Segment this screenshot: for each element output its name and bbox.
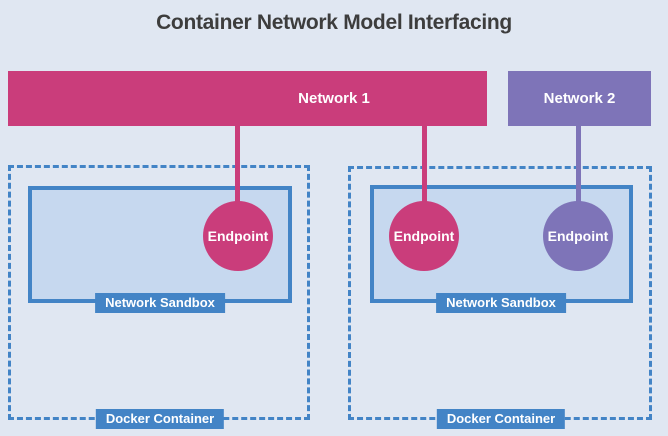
network-1-bar: Network 1 (8, 71, 487, 126)
endpoint-3-label: Endpoint (547, 228, 609, 244)
network-2-bar: Network 2 (508, 71, 651, 126)
diagram-title: Container Network Model Interfacing (156, 11, 512, 34)
connector-network1-endpoint2 (422, 126, 427, 208)
network-2-label: Network 2 (543, 90, 616, 107)
network-sandbox-1-tag: Network Sandbox (95, 293, 225, 313)
endpoint-circle-2: Endpoint (389, 201, 459, 271)
docker-container-1-tag: Docker Container (95, 409, 225, 429)
endpoint-circle-1: Endpoint (203, 201, 273, 271)
connector-network1-endpoint1 (235, 126, 240, 208)
network-1-label: Network 1 (298, 90, 370, 107)
endpoint-2-label: Endpoint (393, 228, 455, 244)
connector-network2-endpoint3 (576, 126, 581, 208)
network-sandbox-2-tag: Network Sandbox (436, 293, 566, 313)
endpoint-1-label: Endpoint (207, 228, 269, 244)
endpoint-circle-3: Endpoint (543, 201, 613, 271)
docker-container-2-tag: Docker Container (436, 409, 566, 429)
